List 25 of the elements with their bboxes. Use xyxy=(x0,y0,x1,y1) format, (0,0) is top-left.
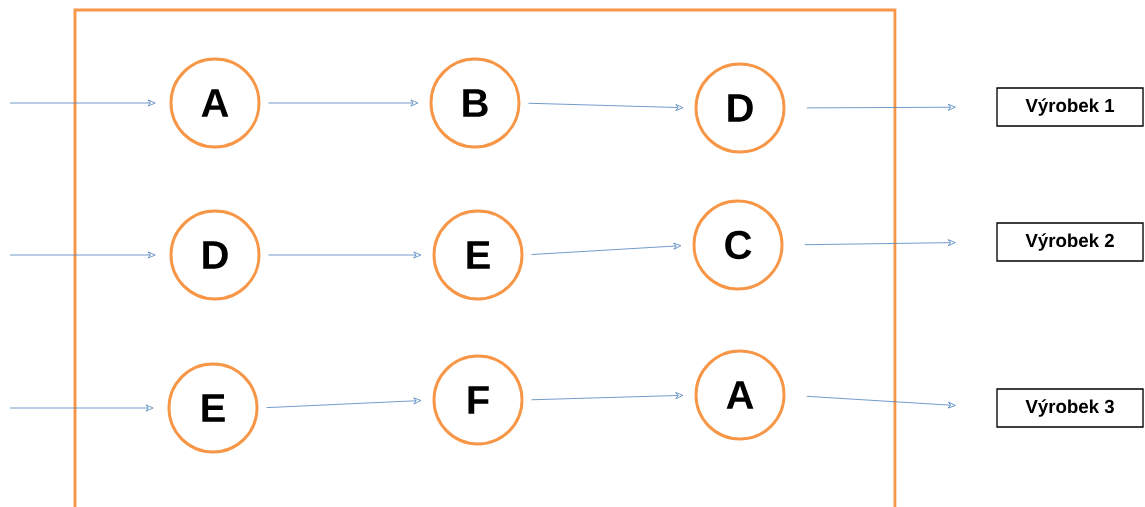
arrow xyxy=(266,397,422,409)
circle-node: B xyxy=(429,57,521,149)
arrow xyxy=(804,239,956,247)
circle-node: E xyxy=(167,362,259,454)
arrow xyxy=(531,392,684,401)
arrow xyxy=(268,251,422,259)
circle-node: A xyxy=(169,57,261,149)
arrow xyxy=(806,395,956,409)
arrow xyxy=(9,404,154,412)
arrow xyxy=(268,99,419,107)
circle-node: E xyxy=(432,209,524,301)
arrow xyxy=(528,102,684,111)
circle-node: D xyxy=(694,62,786,154)
arrow xyxy=(531,242,682,255)
arrow xyxy=(806,103,956,111)
circle-node: D xyxy=(169,209,261,301)
circle-node: F xyxy=(432,354,524,446)
product-box: Výrobek 3 xyxy=(996,388,1144,428)
frame-box xyxy=(73,8,897,507)
product-box: Výrobek 2 xyxy=(996,222,1144,262)
circle-node: C xyxy=(692,199,784,291)
circle-node: A xyxy=(694,349,786,441)
arrow xyxy=(9,99,156,107)
product-box: Výrobek 1 xyxy=(996,87,1144,127)
arrow xyxy=(9,251,156,259)
